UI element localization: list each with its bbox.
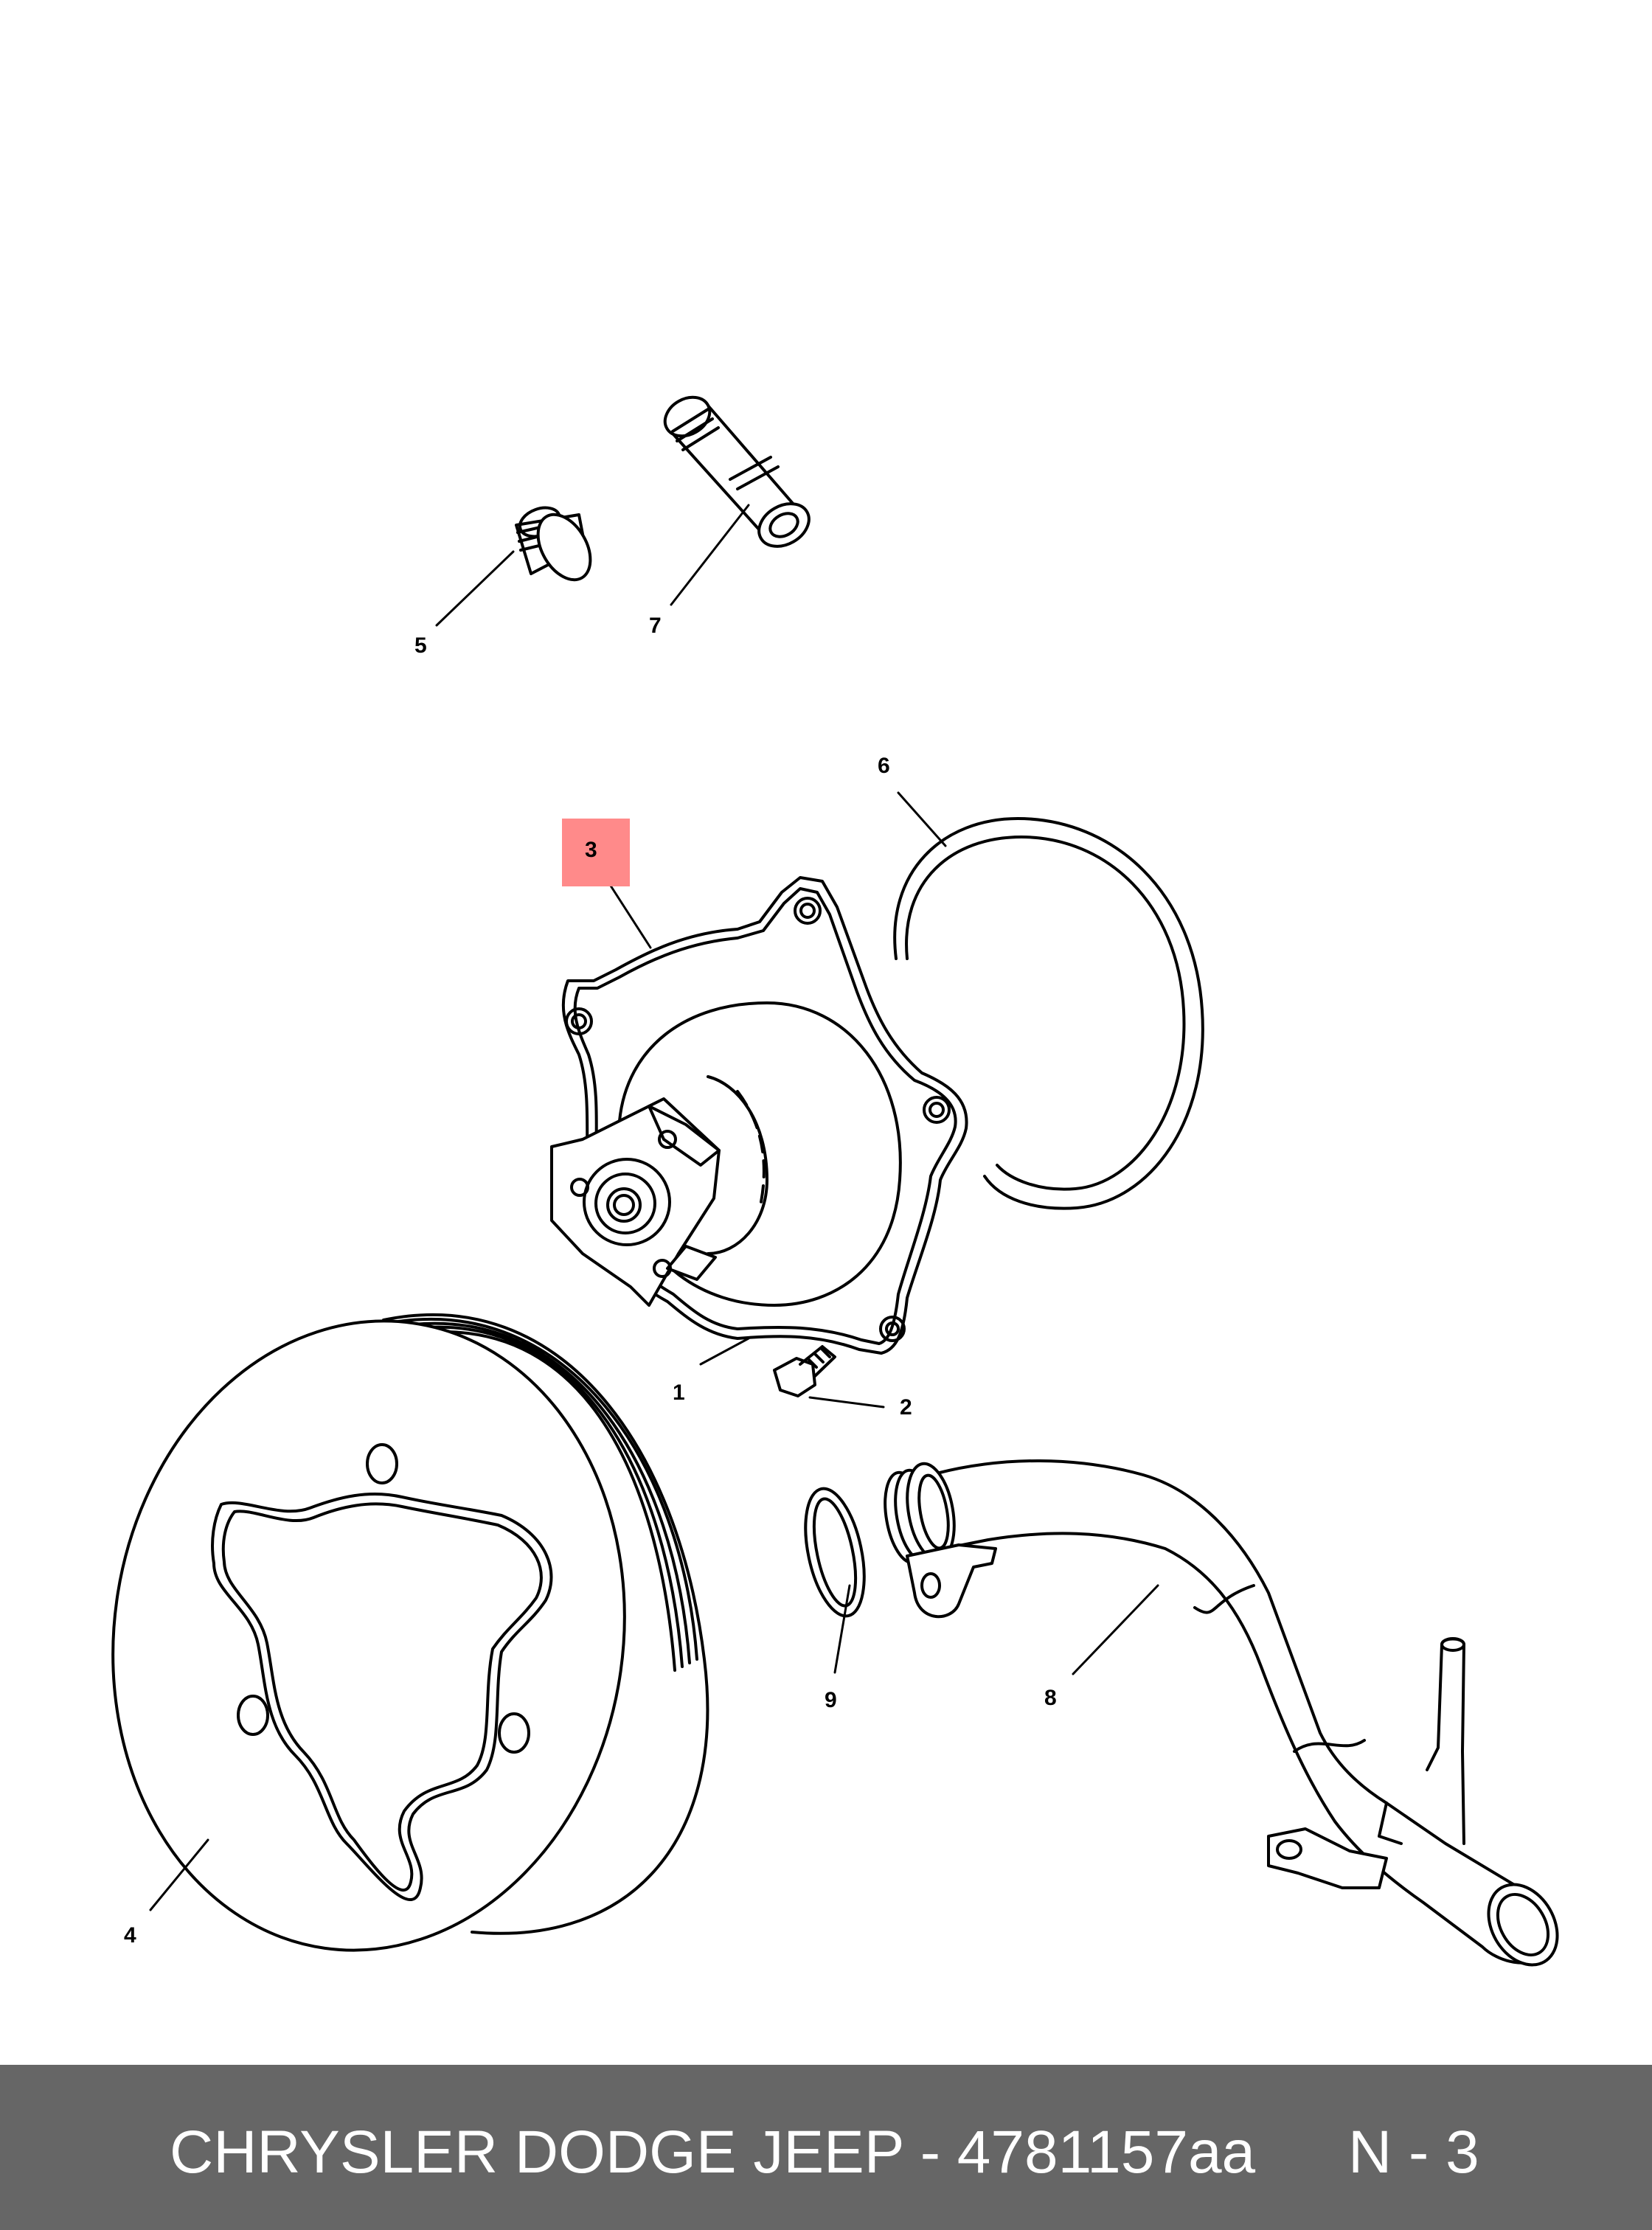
footer-bar xyxy=(0,2065,1652,2230)
part-5-plug xyxy=(515,506,592,582)
callout-3: 3 xyxy=(585,838,597,862)
callout-8: 8 xyxy=(1044,1686,1057,1710)
callout-4: 4 xyxy=(124,1923,136,1948)
callout-2: 2 xyxy=(900,1395,912,1420)
part-7-nipple xyxy=(663,395,811,548)
callout-6: 6 xyxy=(878,754,890,778)
leader-lines xyxy=(149,504,1159,1911)
part-6-gasket xyxy=(893,817,1204,1210)
callout-1: 1 xyxy=(673,1380,685,1405)
part-2-bolt xyxy=(773,1345,836,1397)
callout-3-highlight xyxy=(562,819,630,886)
part-9-o-ring xyxy=(804,1487,866,1618)
parts-diagram: 5 7 6 3 1 2 9 8 4 xyxy=(111,395,1559,1967)
callout-9: 9 xyxy=(825,1688,837,1712)
part-number-caption: CHRYSLER DODGE JEEP - 4781157aa xyxy=(170,2119,1256,2186)
callout-7: 7 xyxy=(649,614,662,638)
callout-5: 5 xyxy=(414,633,427,658)
diagram-code: N - 3 xyxy=(1348,2119,1479,2186)
part-8-coolant-tube xyxy=(884,1459,1559,1967)
part-1-water-pump xyxy=(550,876,968,1355)
part-4-pulley xyxy=(111,1313,709,1952)
